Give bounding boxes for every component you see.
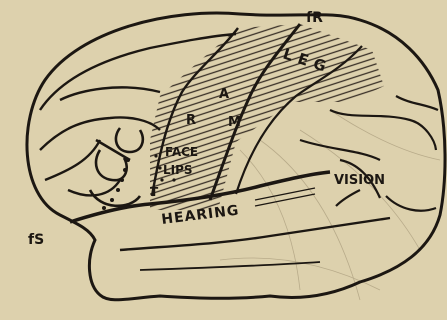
label-lips: LIPS — [163, 163, 193, 177]
label-arm-a: A — [219, 87, 229, 102]
label-fR: fR — [306, 10, 323, 26]
label-face: FACE — [165, 145, 198, 159]
label-fS: fS — [28, 232, 44, 248]
label-t: T — [150, 185, 159, 199]
label-vision: VISION — [334, 173, 385, 188]
label-arm-r: R — [186, 113, 196, 128]
label-arm-m: M — [228, 115, 241, 130]
